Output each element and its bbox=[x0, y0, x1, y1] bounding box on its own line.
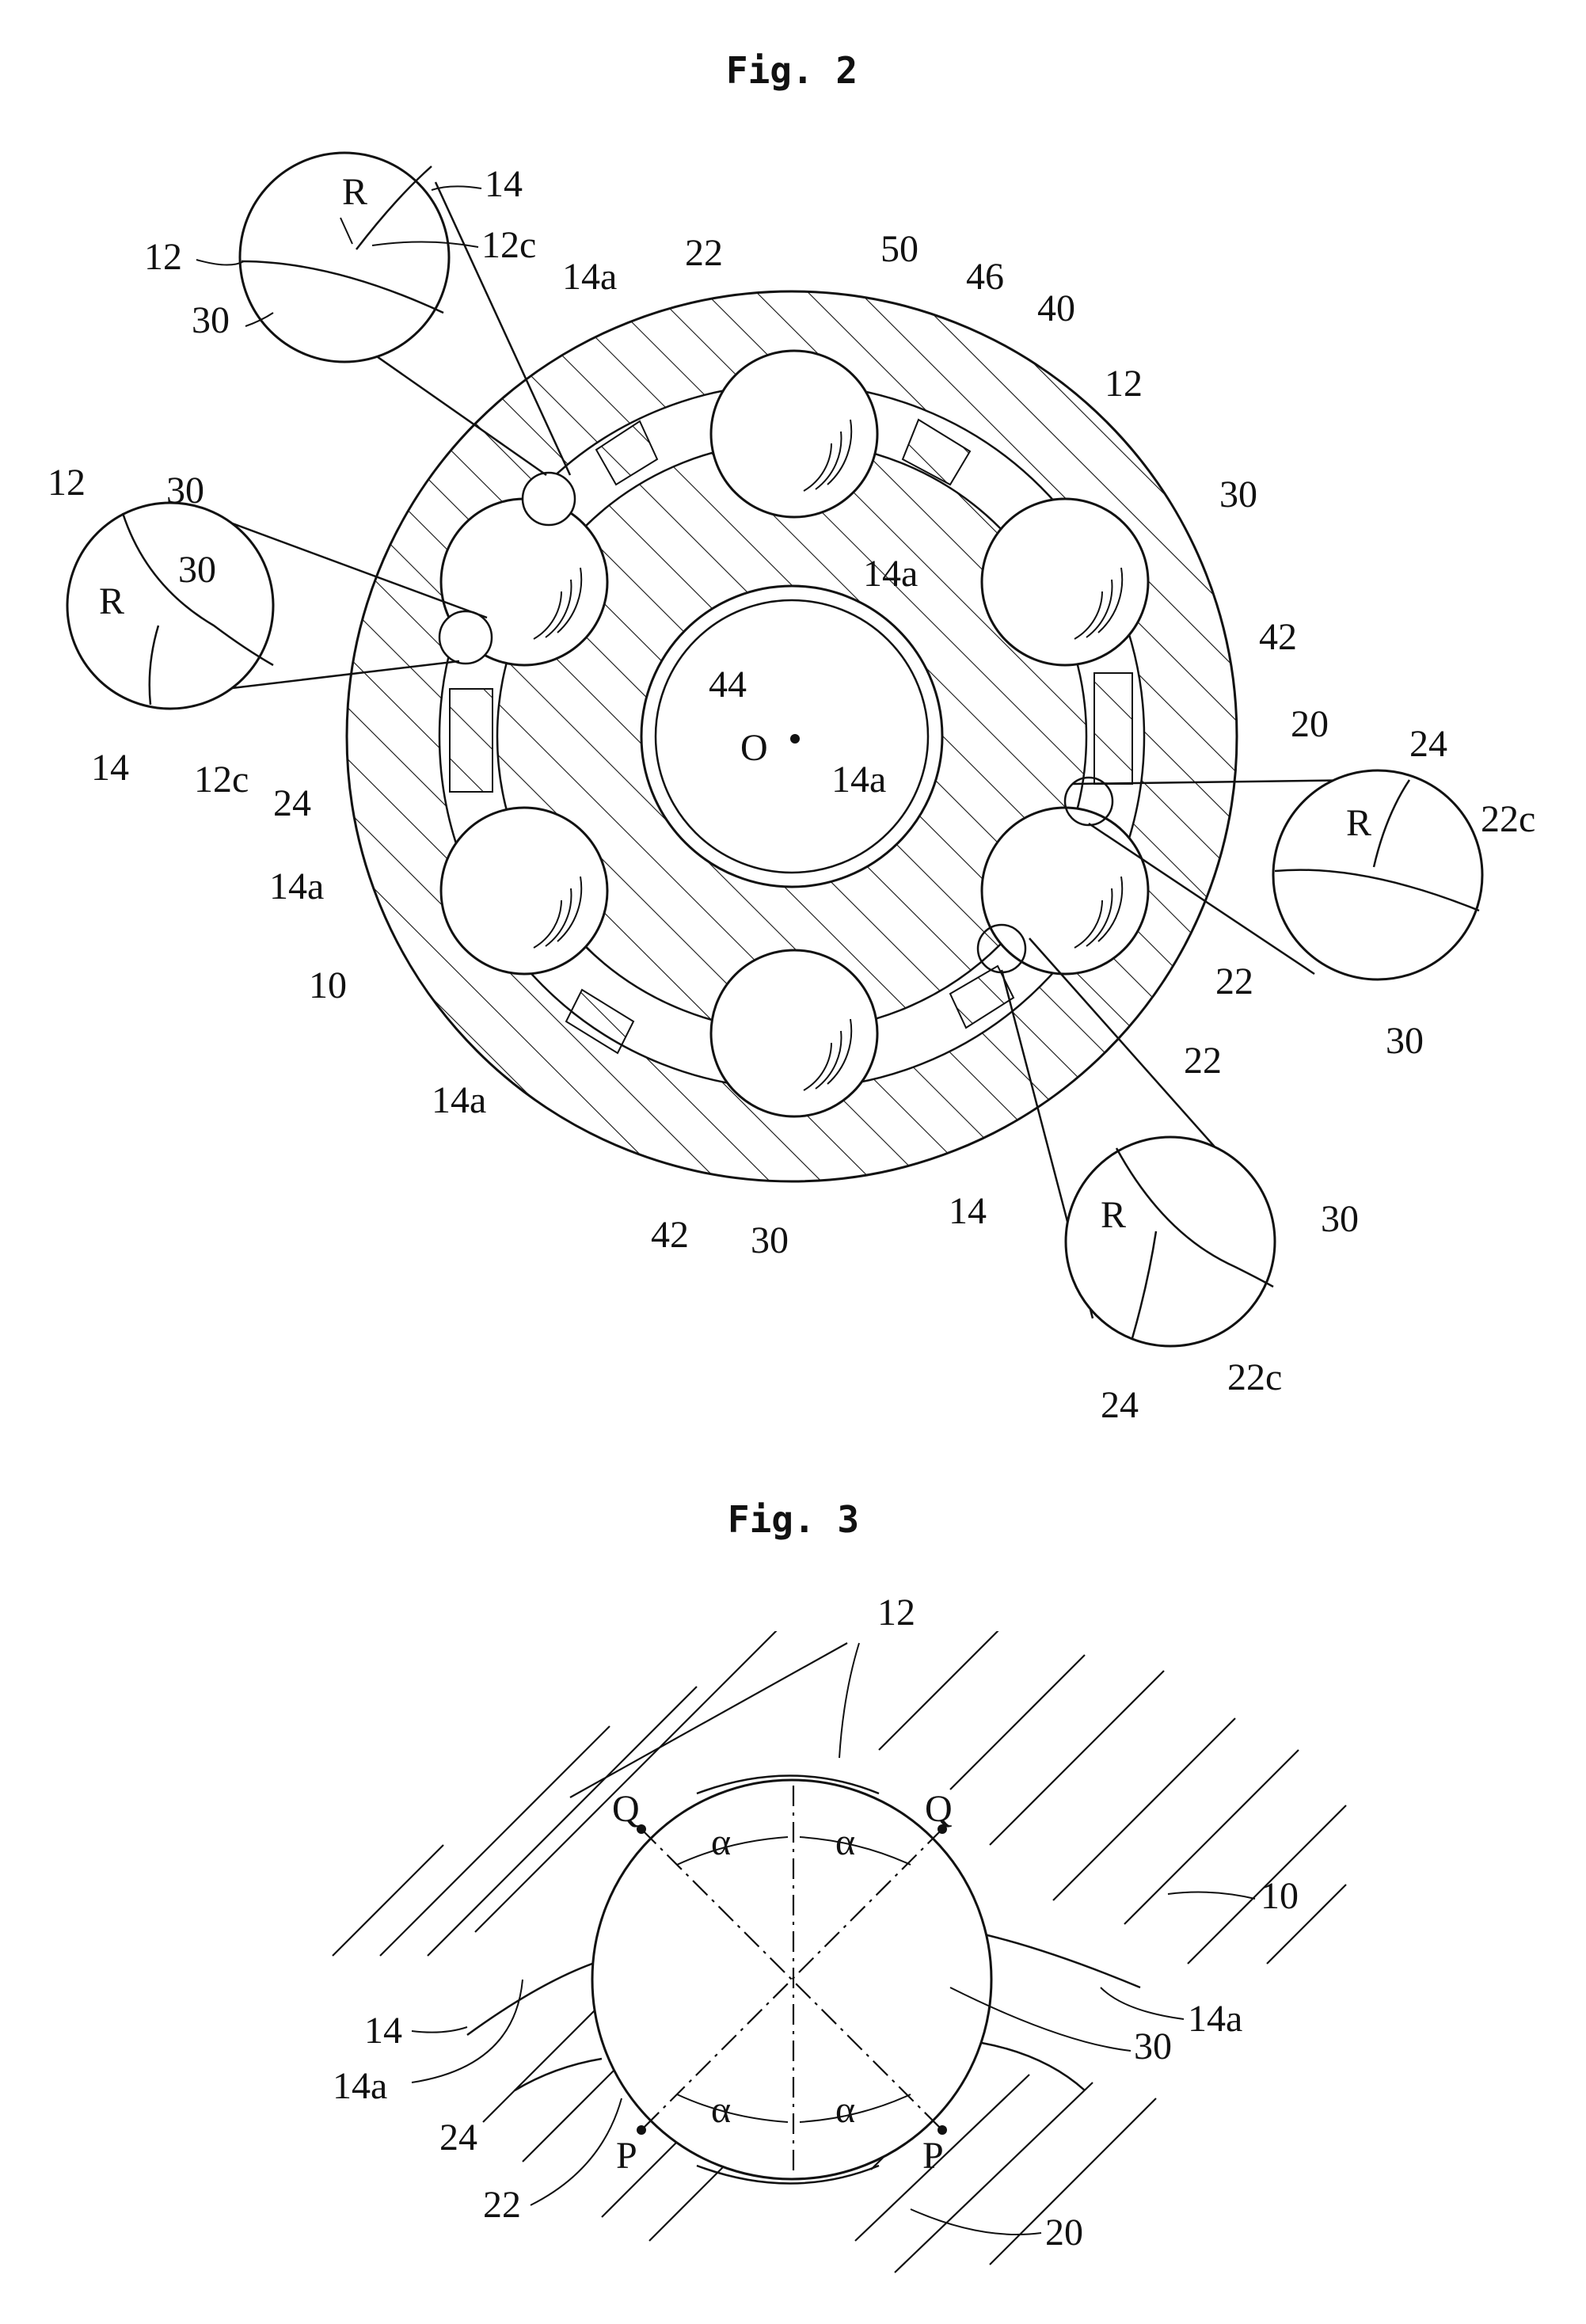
label-12: 12 bbox=[1105, 363, 1143, 405]
label-30: 30 bbox=[1386, 1020, 1424, 1062]
ball bbox=[982, 499, 1148, 665]
label-14a: 14a bbox=[432, 1079, 486, 1121]
label-14: 14 bbox=[949, 1190, 987, 1232]
label-30: 30 bbox=[1134, 2025, 1172, 2067]
label-p: P bbox=[922, 2135, 944, 2177]
label-20: 20 bbox=[1045, 2212, 1083, 2254]
ball bbox=[441, 808, 607, 974]
figure-3: Fig. 3 bbox=[333, 1498, 1346, 2273]
label-22: 22 bbox=[685, 232, 723, 274]
label-alpha: α bbox=[711, 2089, 731, 2131]
contact-point-p bbox=[637, 2125, 646, 2135]
ball bbox=[711, 950, 877, 1116]
label-14a: 14a bbox=[831, 759, 886, 801]
contact-point-p bbox=[938, 2125, 947, 2135]
label-44: 44 bbox=[709, 664, 747, 706]
label-30: 30 bbox=[1321, 1198, 1359, 1240]
label-24: 24 bbox=[1101, 1384, 1139, 1426]
label-12: 12 bbox=[877, 1592, 915, 1634]
label-22: 22 bbox=[1184, 1040, 1222, 1082]
ball bbox=[711, 351, 877, 517]
label-50: 50 bbox=[880, 228, 919, 270]
label-14: 14 bbox=[485, 163, 523, 205]
label-14a: 14a bbox=[562, 256, 617, 298]
label-r: R bbox=[342, 171, 367, 213]
label-14a: 14a bbox=[269, 865, 324, 907]
label-30: 30 bbox=[1219, 474, 1257, 515]
label-14a: 14a bbox=[1188, 1998, 1242, 2040]
label-p: P bbox=[616, 2135, 637, 2177]
figure-2-title: Fig. 2 bbox=[726, 49, 858, 92]
label-r: R bbox=[1346, 802, 1371, 844]
label-alpha: α bbox=[835, 2089, 855, 2131]
label-22: 22 bbox=[1215, 960, 1253, 1002]
label-24: 24 bbox=[439, 2117, 477, 2159]
figure-2: Fig. 2 bbox=[48, 49, 1535, 1426]
label-14a: 14a bbox=[333, 2065, 387, 2107]
label-22c: 22c bbox=[1481, 798, 1535, 840]
center-point-o bbox=[790, 734, 800, 744]
label-46: 46 bbox=[966, 256, 1004, 298]
label-alpha: α bbox=[835, 1821, 855, 1863]
ball bbox=[982, 808, 1148, 974]
label-30: 30 bbox=[166, 470, 204, 512]
cage-bar bbox=[1094, 673, 1132, 784]
label-30: 30 bbox=[751, 1219, 789, 1261]
label-10: 10 bbox=[309, 964, 347, 1006]
label-42: 42 bbox=[651, 1214, 689, 1256]
label-q: Q bbox=[612, 1788, 640, 1830]
inner-recess-right bbox=[982, 2043, 1085, 2090]
label-r: R bbox=[99, 580, 124, 622]
label-alpha: α bbox=[711, 1821, 731, 1863]
label-24: 24 bbox=[273, 782, 311, 824]
label-14a: 14a bbox=[863, 553, 918, 595]
label-20: 20 bbox=[1291, 703, 1329, 745]
outer-recess-right bbox=[974, 1932, 1140, 1987]
label-22c: 22c bbox=[1227, 1356, 1282, 1398]
bearing-assembly bbox=[347, 291, 1237, 1181]
label-r: R bbox=[1101, 1194, 1126, 1236]
figure-3-title: Fig. 3 bbox=[728, 1498, 859, 1541]
label-12: 12 bbox=[48, 462, 86, 504]
label-12c: 12c bbox=[481, 224, 536, 266]
detail-marker bbox=[523, 473, 575, 525]
label-24: 24 bbox=[1409, 723, 1447, 765]
label-30: 30 bbox=[192, 299, 230, 341]
label-22: 22 bbox=[483, 2184, 521, 2226]
label-o: O bbox=[740, 727, 768, 769]
label-40: 40 bbox=[1037, 287, 1075, 329]
label-12: 12 bbox=[144, 236, 182, 278]
label-42: 42 bbox=[1259, 616, 1297, 658]
inner-recess-left bbox=[515, 2059, 602, 2090]
label-14: 14 bbox=[91, 747, 129, 789]
cage-bar bbox=[450, 689, 493, 792]
label-14: 14 bbox=[364, 2010, 402, 2052]
label-10: 10 bbox=[1261, 1875, 1299, 1917]
detail-marker bbox=[439, 611, 492, 664]
label-12c: 12c bbox=[194, 759, 249, 801]
label-q: Q bbox=[925, 1788, 953, 1830]
label-30: 30 bbox=[178, 549, 216, 591]
